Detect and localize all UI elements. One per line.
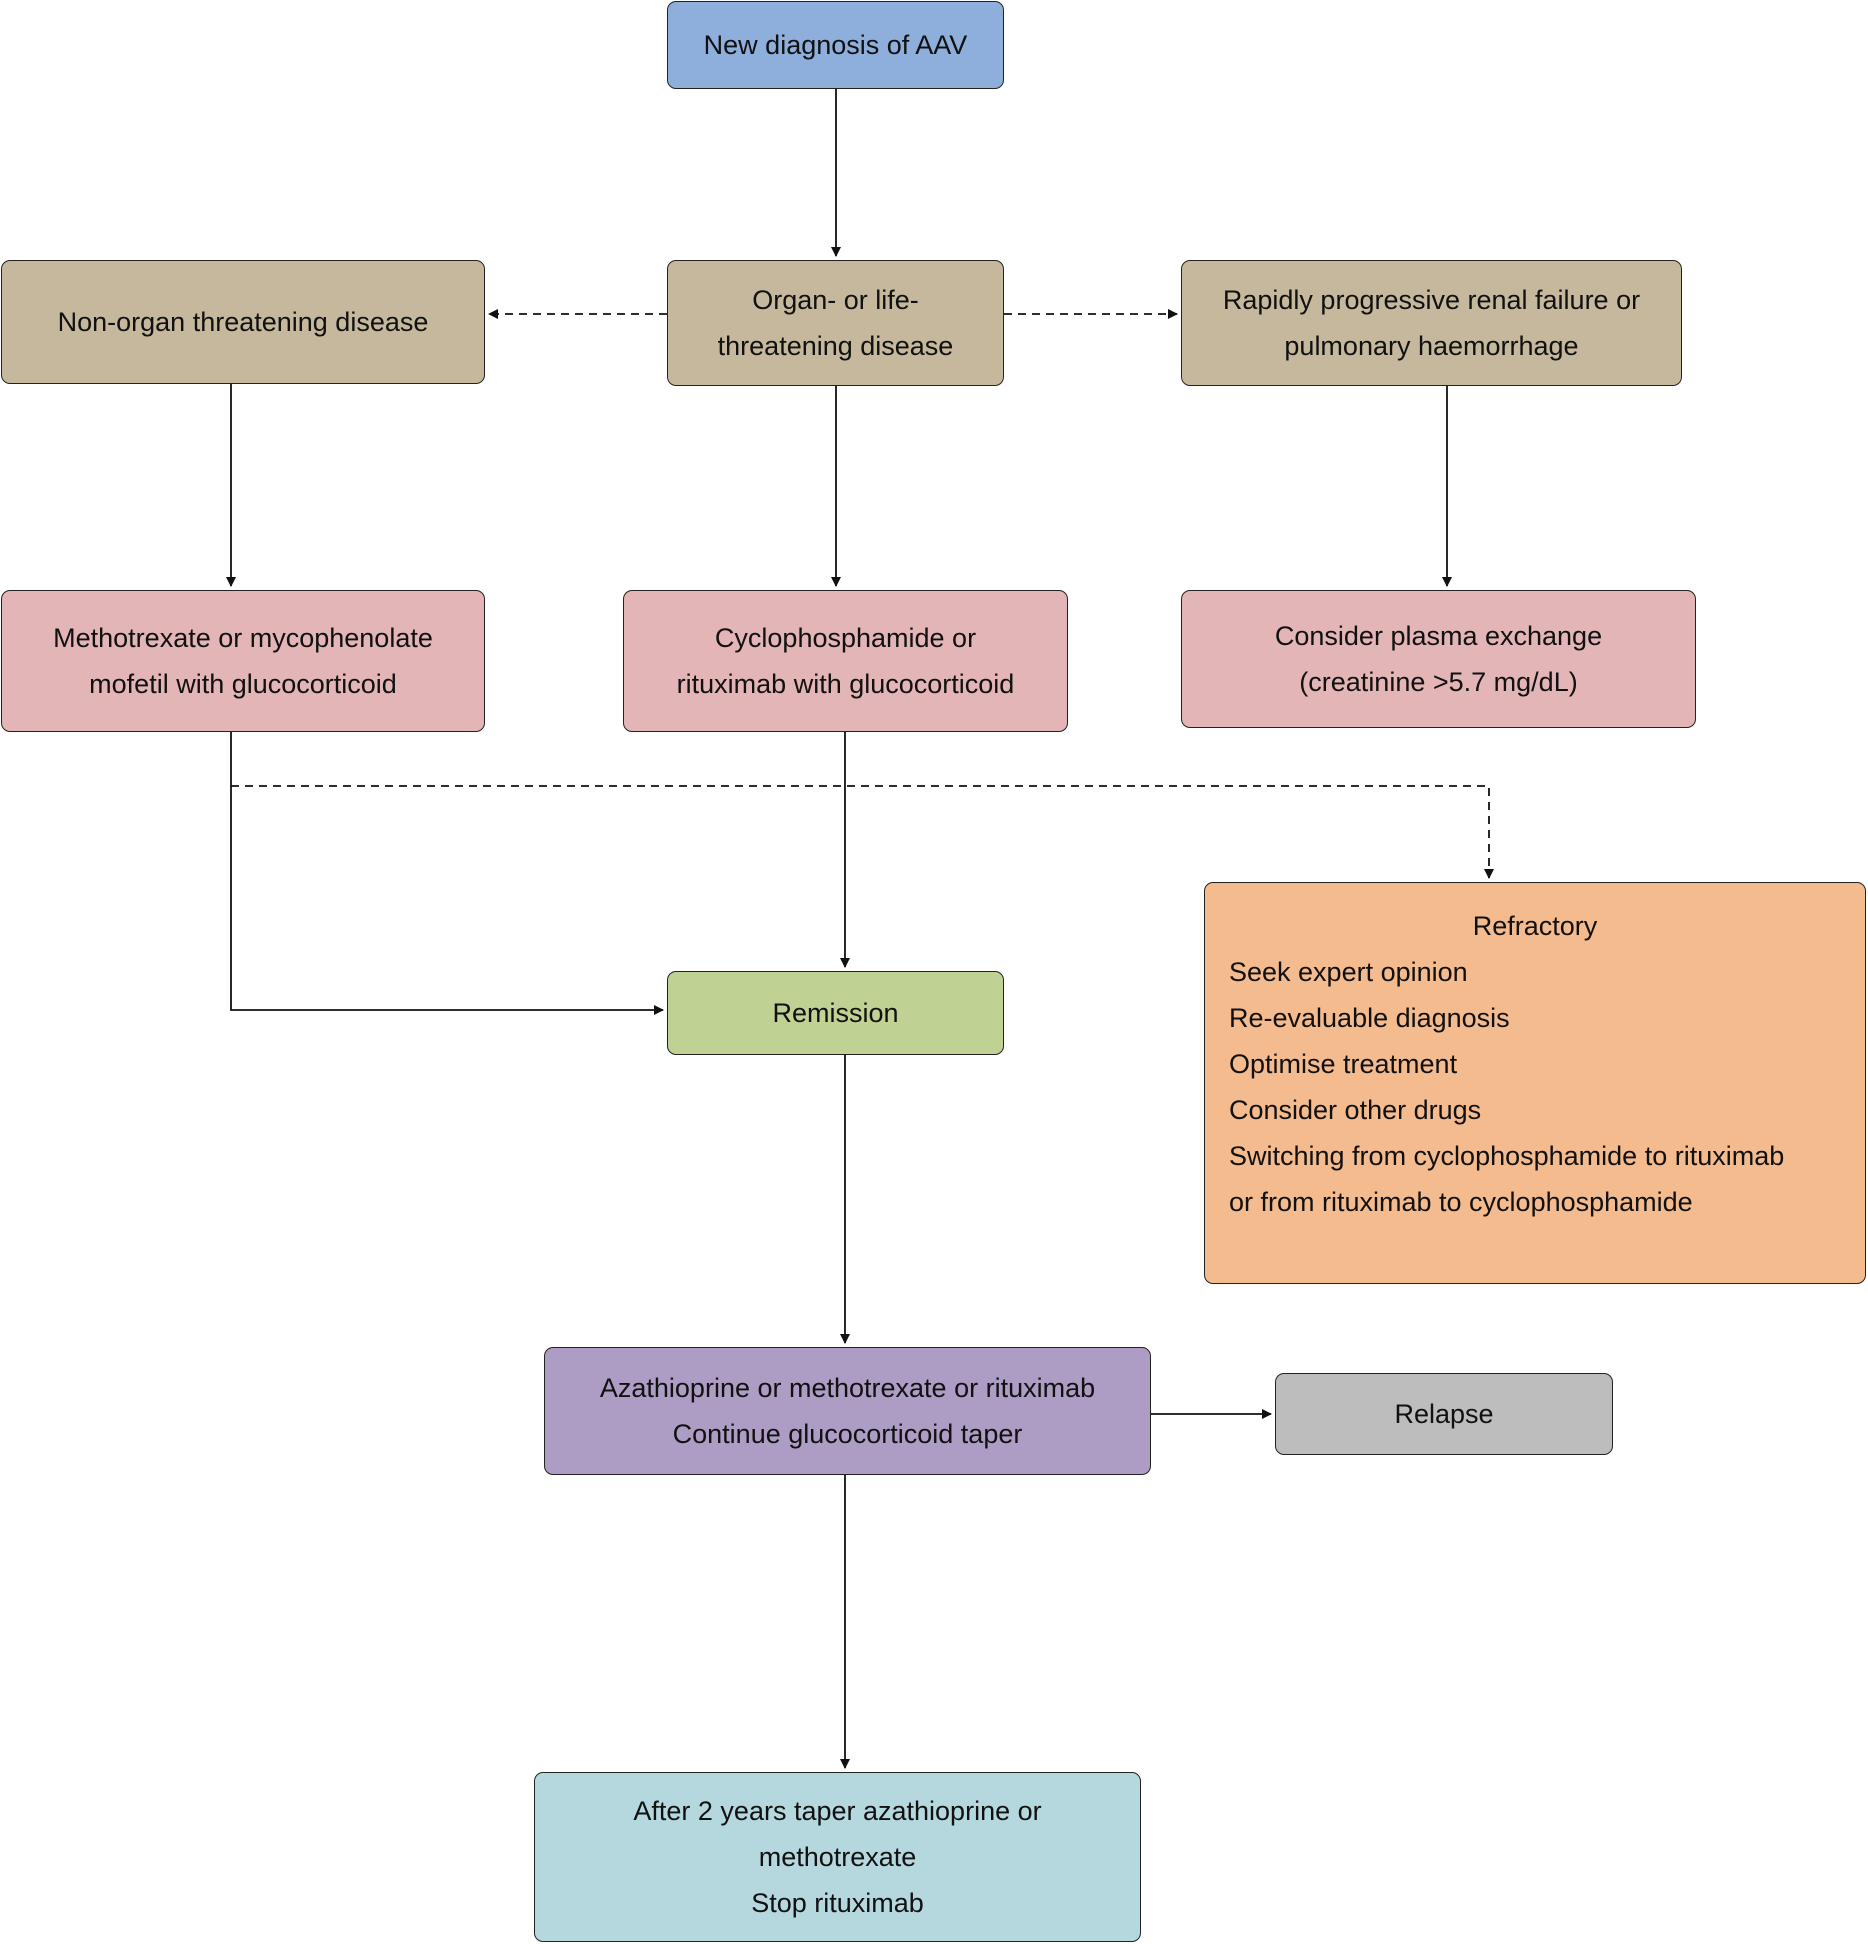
refractory-list: Seek expert opinion Re-evaluable diagnos… <box>1205 949 1865 1225</box>
relapse-label: Relapse <box>1394 1399 1494 1429</box>
refractory-item: or from rituximab to cyclophosphamide <box>1229 1187 1693 1217</box>
relapse-box: Relapse <box>1275 1373 1613 1455</box>
organ-threatening-line-2: threatening disease <box>717 331 954 361</box>
organ-threatening-box: Organ- or life- threatening disease <box>667 260 1004 386</box>
cyclophosphamide-rituximab-box: Cyclophosphamide or rituximab with gluco… <box>623 590 1068 732</box>
non-organ-threatening-label: Non-organ threatening disease <box>57 307 429 337</box>
refractory-item: Seek expert opinion <box>1229 957 1468 987</box>
rapidly-progressive-line-1: Rapidly progressive renal failure or <box>1222 285 1641 315</box>
refractory-item: Consider other drugs <box>1229 1095 1482 1125</box>
plasma-exchange-line-1: Consider plasma exchange <box>1274 621 1603 651</box>
after-two-years-line-2: methotrexate <box>758 1842 917 1872</box>
refractory-item: Re-evaluable diagnosis <box>1229 1003 1510 1033</box>
refractory-item: Optimise treatment <box>1229 1049 1458 1079</box>
methotrexate-mmf-line-2: mofetil with glucocorticoid <box>89 669 397 699</box>
remission-box: Remission <box>667 971 1004 1055</box>
cyclophosphamide-rituximab-line-1: Cyclophosphamide or <box>714 623 977 653</box>
refractory-title: Refractory <box>1472 911 1598 941</box>
new-diagnosis-label: New diagnosis of AAV <box>703 30 968 60</box>
plasma-exchange-box: Consider plasma exchange (creatinine >5.… <box>1181 590 1696 728</box>
cyclophosphamide-rituximab-line-2: rituximab with glucocorticoid <box>676 669 1015 699</box>
methotrexate-mmf-line-1: Methotrexate or mycophenolate <box>53 623 433 653</box>
rapidly-progressive-box: Rapidly progressive renal failure or pul… <box>1181 260 1682 386</box>
maintenance-box: Azathioprine or methotrexate or rituxima… <box>544 1347 1151 1475</box>
arrow-induction-to-refractory <box>231 785 1494 879</box>
after-two-years-line-3: Stop rituximab <box>751 1888 924 1918</box>
refractory-item: Switching from cyclophosphamide to ritux… <box>1229 1141 1785 1171</box>
organ-threatening-line-1: Organ- or life- <box>752 285 919 315</box>
non-organ-threatening-box: Non-organ threatening disease <box>1 260 485 384</box>
new-diagnosis-box: New diagnosis of AAV <box>667 1 1004 89</box>
after-two-years-line-1: After 2 years taper azathioprine or <box>633 1796 1042 1826</box>
arrow-methotrexate-to-remission <box>230 732 664 1015</box>
maintenance-line-2: Continue glucocorticoid taper <box>672 1419 1023 1449</box>
rapidly-progressive-line-2: pulmonary haemorrhage <box>1284 331 1579 361</box>
plasma-exchange-line-2: (creatinine >5.7 mg/dL) <box>1299 667 1578 697</box>
refractory-box: Refractory Seek expert opinion Re-evalua… <box>1204 882 1866 1284</box>
remission-label: Remission <box>772 998 899 1028</box>
methotrexate-mmf-box: Methotrexate or mycophenolate mofetil wi… <box>1 590 485 732</box>
after-two-years-box: After 2 years taper azathioprine or meth… <box>534 1772 1141 1942</box>
maintenance-line-1: Azathioprine or methotrexate or rituxima… <box>599 1373 1096 1403</box>
